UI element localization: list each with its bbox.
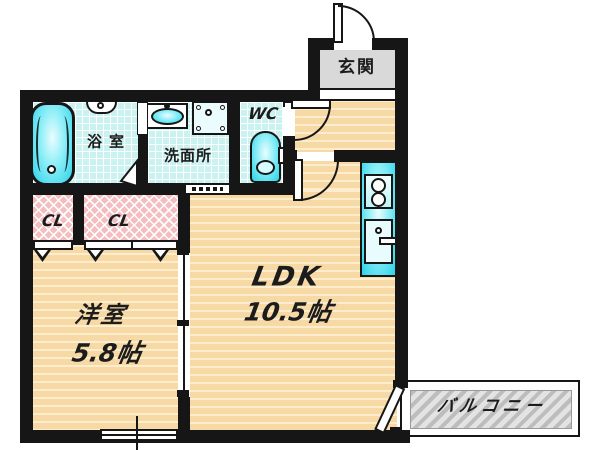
closet-divider-wall: [73, 195, 84, 245]
washing-machine-pan: [192, 101, 229, 135]
hall-wall-right: [334, 150, 400, 162]
entrance-opening: [334, 39, 372, 49]
sliding-door-bracket: [177, 249, 189, 255]
window: [100, 429, 178, 441]
western-room-label: 洋室: [72, 302, 130, 329]
bathtub-rim-right: [59, 116, 69, 172]
hall-door-opening: [297, 152, 334, 161]
washroom-opening-dashed: [186, 183, 229, 195]
balcony-label: バルコニー: [435, 396, 549, 417]
entrance-door-arc: [337, 5, 375, 43]
balcony-hatch: [410, 390, 572, 429]
closet-door-tick: [131, 242, 133, 248]
genkan-wall-left: [308, 38, 320, 102]
hallway-floor: [295, 100, 395, 195]
washroom-label: 洗面所: [163, 146, 213, 165]
genkan-step: [320, 88, 395, 101]
toilet-seat: [256, 160, 275, 175]
hall-door-leaf: [293, 159, 303, 201]
genkan-wall-top-right: [372, 38, 408, 50]
sliding-door-bracket: [177, 320, 189, 326]
wc-door-leaf: [291, 99, 331, 109]
wetarea-wall-bottom-right: [229, 183, 295, 195]
vanity-basin: [151, 108, 184, 125]
pan-corner: [196, 126, 201, 131]
entrance-door-leaf: [333, 3, 343, 43]
kitchen-sink: [364, 219, 397, 264]
genkan-label: 玄関: [338, 57, 376, 78]
balcony-door-post: [390, 427, 401, 436]
kitchen-faucet: [375, 227, 382, 234]
closet-right-door: [84, 240, 178, 250]
bathroom-door-wedge: [119, 158, 138, 188]
stove: [364, 174, 393, 209]
ldk-western-wall-bottom: [178, 397, 190, 443]
pan-corner: [196, 105, 201, 110]
ldk-label: LDK: [249, 261, 325, 293]
sliding-door-bracket: [177, 390, 189, 397]
vanity-sink: [146, 103, 188, 129]
closet-left-door: [33, 240, 73, 250]
hall-door-arc: [297, 159, 339, 201]
wc-label: WC: [246, 104, 280, 123]
window-sash-line: [102, 434, 176, 436]
balcony: [400, 380, 580, 437]
washroom-wc-wall: [229, 102, 240, 187]
bathroom-counter-faucet: [97, 102, 104, 109]
western-room-floor: [33, 245, 178, 430]
balcony-door-post: [393, 380, 403, 388]
closet-right-label: CL: [106, 211, 132, 230]
vanity-faucet: [164, 103, 170, 109]
pan-corner: [220, 126, 225, 131]
wall-right: [395, 38, 408, 388]
balcony-door-leaf: [374, 384, 406, 435]
bathroom-door-panel: [137, 102, 148, 135]
bathroom-label: 浴室: [86, 132, 132, 151]
bathtub-drain: [47, 165, 56, 174]
wall-top: [20, 90, 320, 102]
bath-washroom-wall: [138, 133, 148, 188]
wall-left: [20, 90, 33, 443]
pan-corner: [220, 105, 225, 110]
closet-right-floor: [84, 195, 178, 245]
stove-burner: [371, 192, 386, 207]
ldk-western-wall-top: [178, 183, 190, 253]
closet-left-floor: [33, 195, 73, 245]
window-center-line: [136, 416, 138, 450]
bathtub-rim-left: [36, 116, 46, 172]
dashes: [192, 187, 223, 191]
genkan-floor: [318, 50, 395, 88]
closet-left-label: CL: [40, 211, 66, 230]
wc-door-arc: [293, 103, 331, 141]
pan-drain: [205, 109, 212, 116]
ldk-size-label: 10.5帖: [242, 297, 334, 327]
western-room-size-label: 5.8帖: [69, 338, 145, 368]
wc-door-opening: [285, 103, 294, 136]
